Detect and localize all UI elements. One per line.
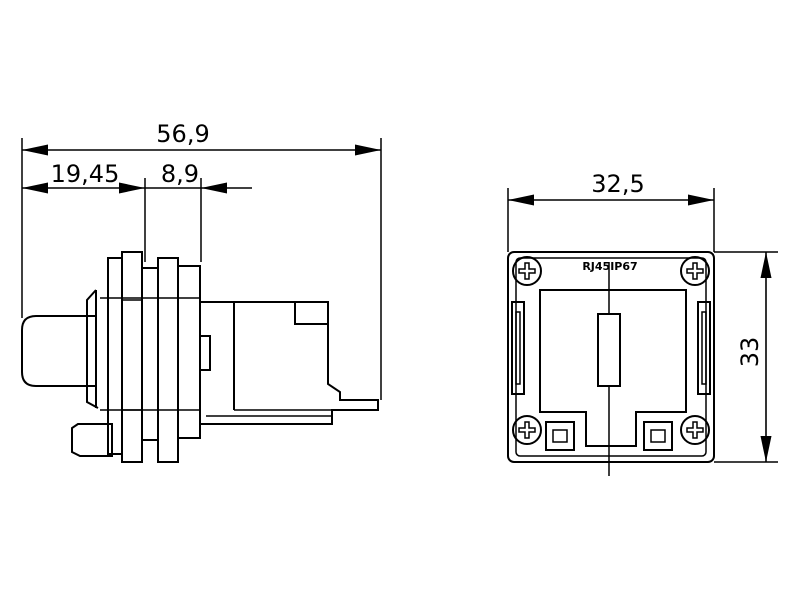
screw-bottom-right xyxy=(680,415,710,445)
product-label: RJ45IP67 xyxy=(582,260,637,273)
dim-label-overall: 56,9 xyxy=(156,120,209,148)
front-extension-lines xyxy=(507,188,778,463)
screw-top-left xyxy=(512,256,542,286)
dimension-front-height: 33 xyxy=(736,252,772,462)
front-plate xyxy=(507,251,715,476)
dim-label-front-depth: 19,45 xyxy=(51,160,120,188)
side-connector-body xyxy=(21,251,379,463)
dimension-overall-length: 56,9 xyxy=(22,120,381,156)
side-view: 56,9 19,45 8,9 xyxy=(21,120,382,463)
dimension-front-width: 32,5 xyxy=(508,170,714,206)
dim-label-width: 32,5 xyxy=(591,170,644,198)
screw-top-right xyxy=(680,256,710,286)
dim-label-flange: 8,9 xyxy=(161,160,199,188)
dimension-flange-width: 8,9 xyxy=(145,160,252,194)
dimension-front-depth: 19,45 xyxy=(22,160,145,194)
front-view: 32,5 33 xyxy=(507,170,778,476)
screw-bottom-left xyxy=(512,415,542,445)
side-extension-lines xyxy=(21,138,382,400)
dim-label-height: 33 xyxy=(736,337,764,368)
